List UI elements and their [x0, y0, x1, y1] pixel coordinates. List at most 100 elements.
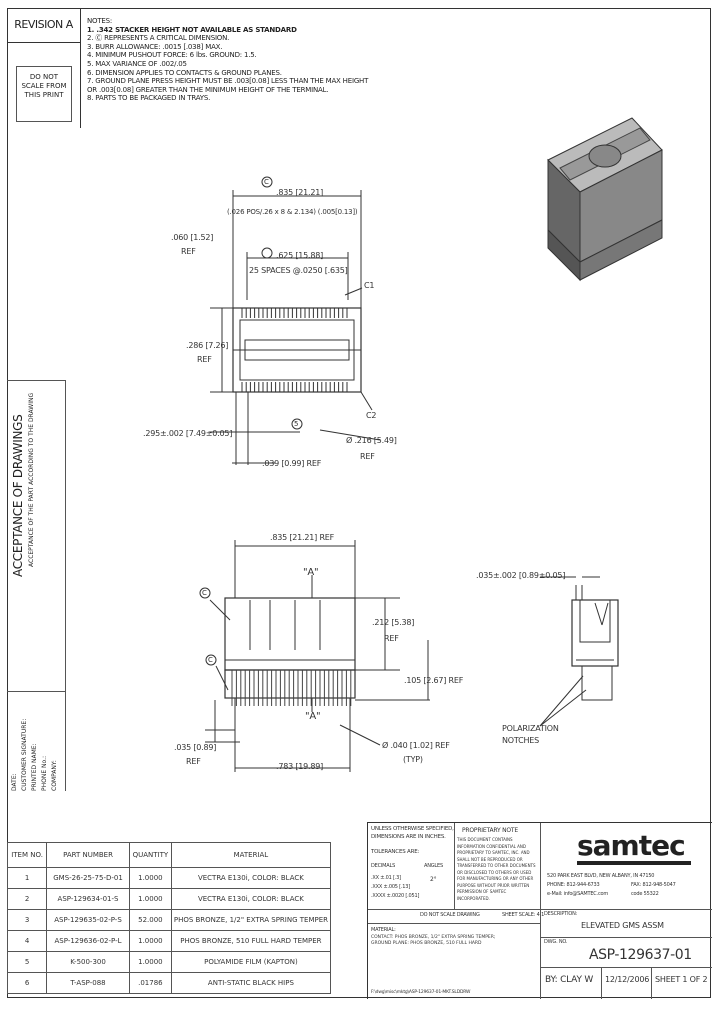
drawing-frame	[7, 8, 711, 998]
note-5: 5. MAX VARIANCE OF .002/.05	[87, 59, 187, 68]
top-c2: C2	[366, 411, 377, 420]
bom-cell: 1.0000	[128, 951, 172, 973]
front-c-mark-2: C	[208, 656, 213, 664]
bom-cell: PHOS BRONZE, 510 FULL HARD TEMPER	[170, 930, 332, 952]
bom-cell: 1.0000	[128, 930, 172, 952]
bom-cell: VECTRA E130i, COLOR: BLACK	[170, 867, 332, 889]
bom-cell: K-500-300	[46, 951, 130, 973]
top-view	[210, 176, 381, 465]
logo-underline	[577, 861, 691, 865]
top-dim-295: .295±.002 [7.49±0.05]	[143, 429, 233, 438]
do-not-scale-1: DO NOT	[29, 73, 59, 81]
front-c-mark: C	[202, 589, 207, 597]
bom-cell: T-ASP-088	[46, 972, 130, 994]
do-not-scale-row: DO NOT SCALE DRAWING SHEET SCALE: 4:1	[368, 909, 544, 924]
material-box: MATERIAL: CONTACT: PHOS BRONZE, 1/2" EXT…	[368, 923, 540, 981]
top-dim-pitch: (.026 POS/.26 x 8 & 2.134) (.005[0.13])	[227, 208, 358, 216]
revision-label: REVISION A	[14, 18, 73, 31]
bom-cell: ASP-129634-01-S	[46, 888, 130, 910]
by-box: BY: CLAY W 12/12/2006 SHEET 1 OF 2	[541, 967, 712, 999]
phone: PHONE: 812-944-6733	[547, 882, 600, 888]
bom-cell: VECTRA E130i, COLOR: BLACK	[170, 888, 332, 910]
bom-header-qty: QUANTITY	[128, 842, 172, 868]
top-ref3: REF	[360, 452, 375, 461]
tol-decimals: DECIMALS	[371, 863, 396, 869]
drawn-date: 12/12/2006	[605, 975, 650, 984]
bom-cell: .01786	[128, 972, 172, 994]
proprietary-title: PROPRIETARY NOTE	[462, 827, 518, 834]
email: e-Mail: info@SAMTEC.com	[547, 891, 609, 897]
fax: FAX: 812-948-5047	[631, 882, 676, 888]
front-dim-040: Ø .040 [1.02] REF	[382, 741, 450, 750]
top-dim-width: .835 [21.21]	[276, 188, 324, 197]
note-7b: OR .003[0.08] GREATER THAN THE MINIMUM H…	[87, 85, 329, 94]
do-not-scale-2: SCALE FROM	[21, 82, 67, 90]
front-view	[199, 540, 430, 772]
front-ref: REF	[384, 634, 399, 643]
date-divider	[651, 967, 652, 999]
do-not-scale-box: DO NOT SCALE FROM THIS PRINT	[16, 66, 72, 122]
front-a-top: "A"	[303, 567, 319, 578]
front-dim-105: .105 [2.67] REF	[404, 676, 464, 685]
description-box: DESCRIPTION: ELEVATED GMS ASSM	[541, 909, 712, 938]
bom-cell: 2	[6, 888, 48, 910]
by-divider	[601, 967, 602, 999]
top-dim-060: .060 [1.52]	[171, 233, 214, 242]
top-view-contacts	[241, 308, 348, 392]
do-not-scale-3: THIS PRINT	[24, 91, 64, 99]
tol-3: .XXXX ±.0020 [.051]	[371, 893, 420, 899]
bom-cell: 3	[6, 909, 48, 931]
bom-cell: 4	[6, 930, 48, 952]
iso-connector	[547, 117, 663, 282]
bom-header-part: PART NUMBER	[46, 842, 130, 868]
proprietary-text: THIS DOCUMENT CONTAINS INFORMATION CONFI…	[457, 837, 536, 901]
tol-label: TOLERANCES ARE:	[371, 849, 420, 855]
acceptance-block: ACCEPTANCE OF DRAWINGS ACCEPTANCE OF THE…	[7, 380, 66, 791]
top-ref: REF	[181, 247, 196, 256]
tol-2: .XXX ±.005 [.13]	[371, 884, 411, 890]
note-8: 8. PARTS TO BE PACKAGED IN TRAYS.	[87, 94, 211, 103]
front-dim-035: .035 [0.89]	[174, 743, 217, 752]
side-dim-035: .035±.002 [0.89±0.05]	[476, 571, 566, 580]
note-1: 1. .342 STACKER HEIGHT NOT AVAILABLE AS …	[87, 25, 297, 34]
tol-angles: ANGLES	[424, 863, 443, 869]
samtec-logo: samtec	[577, 829, 686, 862]
bom-header-material: MATERIAL	[170, 842, 332, 868]
front-dim-783: .783 [19.89]	[276, 762, 324, 771]
brand-box: samtec 520 PARK EAST BLVD, NEW ALBANY, I…	[541, 823, 712, 910]
acceptance-divider	[7, 691, 65, 692]
bom-cell: POLYAMIDE FILM (KAPTON)	[170, 951, 332, 973]
note-7: 7. GROUND PLANE PRESS HEIGHT MUST BE .00…	[87, 77, 369, 86]
bill-of-materials: ITEM NO. PART NUMBER QUANTITY MATERIAL 1…	[6, 842, 332, 994]
front-dim-212: .212 [5.38]	[372, 618, 415, 627]
bom-cell: ASP-129635-02-P-S	[46, 909, 130, 931]
file-path: F:\dwg\misc\mktg\ASP-129637-01-MKT.SLDDR…	[371, 990, 471, 995]
top-dim-625: .625 [15.88]	[276, 251, 324, 260]
description-label: DESCRIPTION:	[544, 911, 578, 917]
sheet-scale: SHEET SCALE: 4:1	[502, 912, 545, 918]
polarization-label: POLARIZATION	[502, 724, 559, 733]
bom-cell: 1.0000	[128, 888, 172, 910]
tb-vert-divider	[540, 823, 541, 999]
code: code 55322	[631, 891, 659, 897]
top-c1: C1	[364, 281, 375, 290]
note-4: 4. MINIMUM PUSHOUT FORCE: 6 lbs. GROUND:…	[87, 51, 257, 60]
tol-angle-val: 2°	[430, 876, 437, 883]
tolerance-box: UNLESS OTHERWISE SPECIFIED, DIMENSIONS A…	[368, 823, 455, 910]
do-not-scale-drawing: DO NOT SCALE DRAWING	[420, 912, 480, 918]
bom-cell: PHOS BRONZE, 1/2" EXTRA SPRING TEMPER	[170, 909, 332, 931]
dwg-box: DWG. NO. ASP-129637-01	[541, 937, 712, 968]
proprietary-box: PROPRIETARY NOTE THIS DOCUMENT CONTAINS …	[454, 823, 541, 910]
top-dim-286: .286 [7.26]	[186, 341, 229, 350]
tol-unless: UNLESS OTHERWISE SPECIFIED,	[371, 826, 454, 832]
bom-cell: GMS-26-25-75-D-01	[46, 867, 130, 889]
sheet-number: SHEET 1 OF 2	[655, 975, 708, 984]
dwg-label: DWG. NO.	[544, 939, 568, 945]
material-text: CONTACT: PHOS BRONZE, 1/2" EXTRA SPRING …	[371, 935, 496, 946]
top-ref2: REF	[197, 355, 212, 364]
notes-block: NOTES: 1. .342 STACKER HEIGHT NOT AVAILA…	[87, 17, 368, 103]
